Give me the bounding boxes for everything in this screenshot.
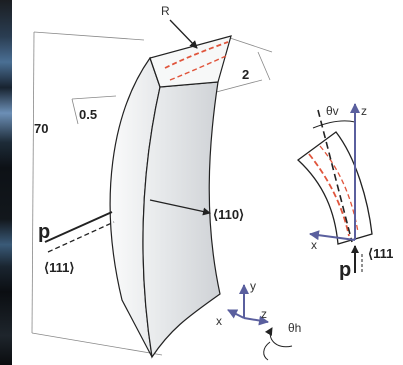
bent-crystal [109,35,232,359]
theta-h-label: θh [288,321,301,335]
axis-111-right-label: ⟨111 [368,246,393,261]
crystal-top-face [149,35,232,88]
frame-z-label: z [261,307,267,321]
radius-label: R [161,4,170,18]
axis-111-left-label: ⟨111⟩ [44,260,74,275]
crystal-side-face [142,81,221,359]
theta-h-arc [264,327,293,348]
inset-x-axis [309,230,356,241]
inset-crystal-body [296,131,373,245]
inset-dashed-plane-1 [308,153,350,237]
axis-110-arrow [149,199,211,216]
frame-x-label: x [216,314,222,328]
dimension-lines [31,31,273,356]
frame-y-label: y [250,279,256,293]
momentum-right-label: p [339,259,351,281]
bent-plane-dashed-top [164,41,229,69]
inset-x-label: x [311,238,317,252]
photo-edge-strip [0,0,12,365]
inset-crystal [296,109,373,245]
inset-deflection-dashed [317,109,353,243]
left-beam [44,211,115,253]
edge-offset-label: 0.5 [79,107,97,122]
length-label: 70 [34,121,48,136]
theta-v-arc [312,120,356,129]
inset-axes [309,103,363,273]
inset-z-label: z [361,104,367,118]
frame-x-axis [227,309,245,319]
frame-axes [227,284,293,361]
radius-arrow [169,19,198,49]
thickness-label: 2 [242,67,249,82]
theta-v-label: θv [326,104,339,118]
frame-z-axis [243,315,269,326]
axis-110-label: ⟨110⟩ [213,207,244,222]
inset-dashed-plane-2 [319,145,359,233]
momentum-left-label: p [38,221,50,243]
